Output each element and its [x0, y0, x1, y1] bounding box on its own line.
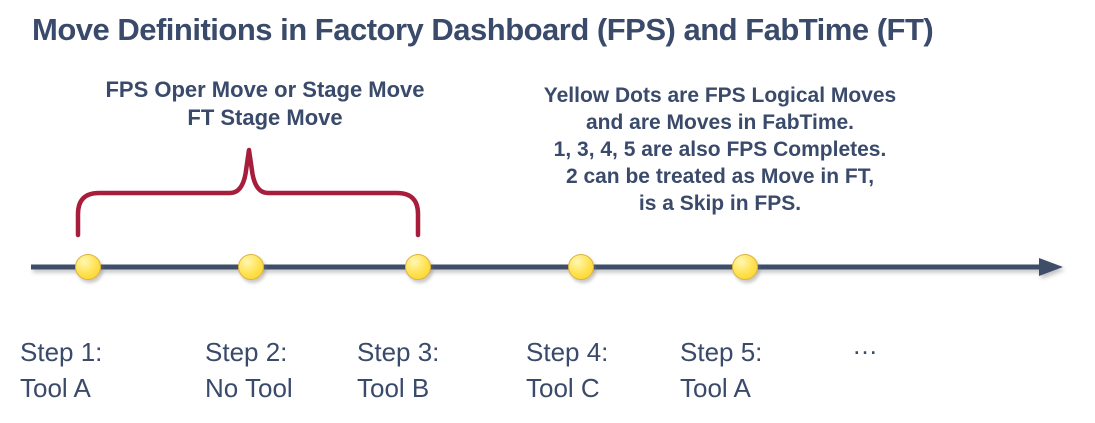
step-1-tool: Tool A	[20, 373, 91, 403]
timeline-dot-4	[568, 254, 594, 280]
timeline-arrow	[31, 258, 1063, 276]
step-4-name: Step 4:	[526, 337, 609, 367]
curly-brace-icon	[75, 147, 421, 238]
yellow-dots-annotation-line-3: 1, 3, 4, 5 are also FPS Completes.	[553, 138, 887, 161]
more-steps-ellipsis: …	[852, 330, 878, 360]
step-label-3: Step 3: Tool B	[357, 334, 439, 406]
step-label-1: Step 1: Tool A	[20, 334, 102, 406]
yellow-dots-annotation-line-1: Yellow Dots are FPS Logical Moves	[543, 84, 897, 107]
timeline-dot-2	[238, 254, 264, 280]
timeline-dot-1	[75, 254, 101, 280]
step-label-2: Step 2: No Tool	[205, 334, 293, 406]
brace-annotation-line-2: FT Stage Move	[187, 105, 343, 130]
step-label-5: Step 5: Tool A	[680, 334, 762, 406]
step-label-4: Step 4: Tool C	[526, 334, 608, 406]
step-3-tool: Tool B	[357, 373, 430, 403]
yellow-dots-annotation-line-2: and are Moves in FabTime.	[585, 111, 855, 134]
timeline-dot-3	[405, 254, 431, 280]
brace-annotation-line-1: FPS Oper Move or Stage Move	[105, 77, 425, 102]
yellow-dots-annotation-line-4: 2 can be treated as Move in FT,	[565, 165, 875, 188]
step-5-name: Step 5:	[680, 337, 763, 367]
brace-annotation: FPS Oper Move or Stage Move FT Stage Mov…	[70, 76, 460, 132]
step-2-name: Step 2:	[205, 337, 288, 367]
step-3-name: Step 3:	[357, 337, 440, 367]
step-1-name: Step 1:	[20, 337, 103, 367]
page-title: Move Definitions in Factory Dashboard (F…	[32, 12, 934, 47]
step-2-tool: No Tool	[205, 373, 293, 403]
timeline-dot-5	[732, 254, 758, 280]
step-5-tool: Tool A	[680, 373, 751, 403]
yellow-dots-annotation: Yellow Dots are FPS Logical Moves and ar…	[505, 82, 935, 217]
yellow-dots-annotation-line-5: is a Skip in FPS.	[638, 192, 802, 215]
step-4-tool: Tool C	[526, 373, 600, 403]
